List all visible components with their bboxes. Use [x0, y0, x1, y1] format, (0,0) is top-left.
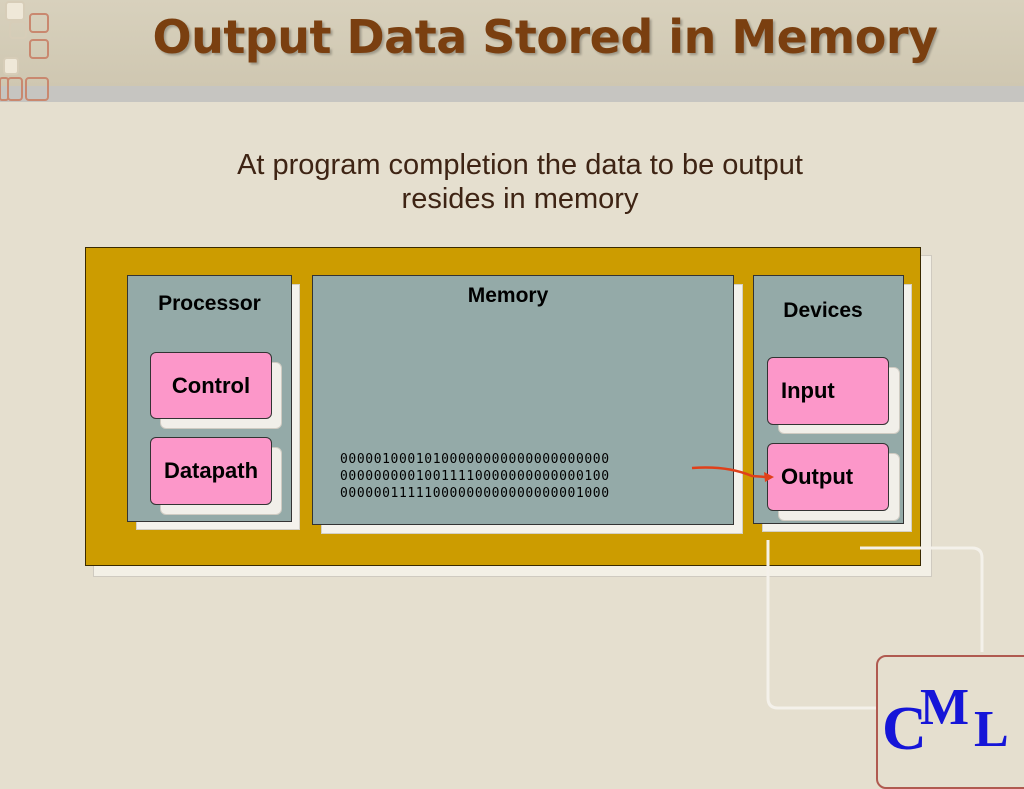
title-underline — [0, 86, 1024, 102]
devices-label: Devices — [783, 299, 863, 322]
output-label: Output — [781, 464, 854, 489]
input-box: Input — [767, 357, 889, 425]
logo-letter-m: M — [920, 679, 970, 736]
processor-label: Processor — [158, 292, 261, 315]
logo-letter-l: L — [974, 701, 1009, 758]
slide-title: Output Data Stored in Memory — [152, 10, 938, 64]
memory-panel — [312, 275, 734, 525]
logo-frame — [876, 655, 1024, 789]
memory-word: 00000011111000000000000000001000 — [340, 486, 610, 501]
memory-label: Memory — [467, 284, 549, 307]
slide-subtitle: At program completion the data to be out… — [140, 148, 900, 216]
decorative-lines — [766, 540, 984, 710]
subtitle-line-1: At program completion the data to be out… — [237, 149, 803, 181]
datapath-box: Datapath — [150, 437, 272, 505]
subtitle-line-2: resides in memory — [401, 183, 639, 215]
output-arrow — [691, 466, 774, 482]
cml-logo: C M L — [880, 676, 1024, 768]
title-bar — [0, 0, 1024, 86]
memory-data: 00000100010100000000000000000000 0000000… — [340, 451, 680, 502]
input-label: Input — [781, 378, 835, 403]
control-box: Control — [150, 352, 272, 419]
memory-word: 00000000010011110000000000000100 — [340, 469, 610, 484]
control-label: Control — [171, 372, 251, 398]
output-box: Output — [767, 443, 889, 511]
memory-word: 00000100010100000000000000000000 — [340, 452, 610, 467]
logo-letter-c: C — [882, 695, 927, 763]
decorative-squares — [0, 1, 49, 101]
datapath-label: Datapath — [163, 458, 259, 483]
